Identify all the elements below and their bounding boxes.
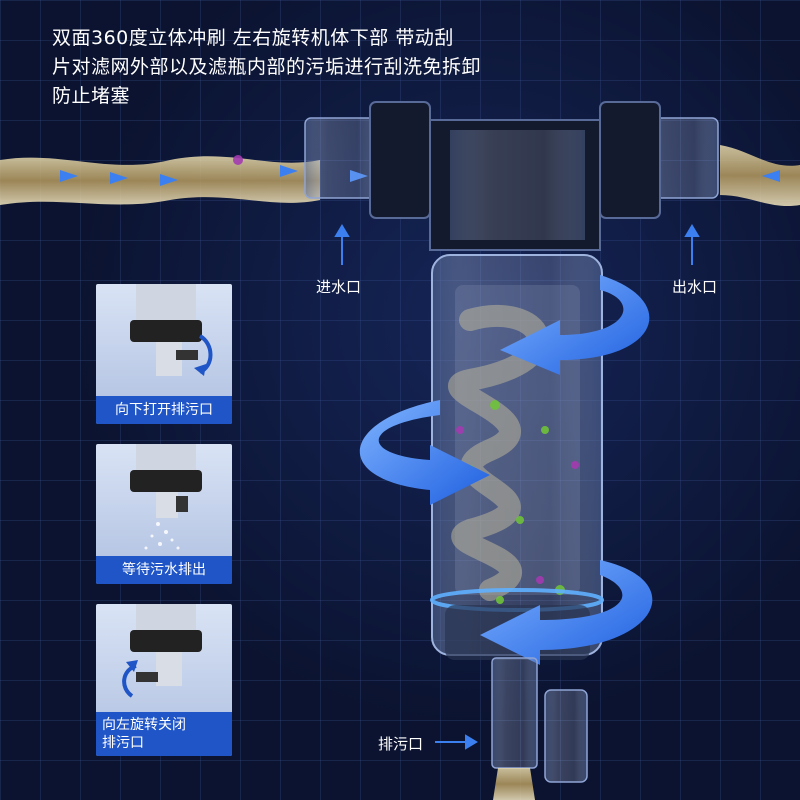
sediment-particle xyxy=(571,461,579,469)
inlet-fitting xyxy=(304,117,381,199)
water-spray xyxy=(144,522,180,550)
step-card-close-drain: 向左旋转关闭 排污口 xyxy=(96,604,232,756)
headline: 双面360度立体冲刷 左右旋转机体下部 带动刮 片对滤网外部以及滤瓶内部的污垢进… xyxy=(52,24,522,111)
inlet-nut xyxy=(369,101,431,219)
headline-line-2: 片对滤网外部以及滤瓶内部的污垢进行刮洗免拆卸 xyxy=(52,56,482,78)
valve-body xyxy=(136,604,196,634)
outlet-nut xyxy=(599,101,661,219)
headline-line-1: 双面360度立体冲刷 左右旋转机体下部 带动刮 xyxy=(52,27,454,49)
valve-handle xyxy=(136,672,158,682)
flow-arrow xyxy=(280,165,298,177)
water-droplet xyxy=(170,538,174,542)
outlet-pointer-head xyxy=(684,224,700,237)
valve-photo xyxy=(122,604,202,698)
filter-head-glass xyxy=(450,130,585,240)
flow-arrow xyxy=(762,170,780,182)
step-caption: 向下打开排污口 xyxy=(96,396,232,424)
water-droplet xyxy=(158,542,162,546)
water-droplet xyxy=(150,534,154,538)
flow-arrow xyxy=(110,172,128,184)
debris-particle xyxy=(490,400,500,410)
valve-collar xyxy=(130,320,202,342)
water-droplet xyxy=(164,530,168,534)
flow-arrow xyxy=(60,170,78,182)
water-droplet xyxy=(176,546,180,550)
drain-water xyxy=(493,768,535,800)
rotate-left-arrowhead xyxy=(126,660,138,672)
debris-particle xyxy=(496,596,504,604)
sediment-particle xyxy=(536,576,544,584)
valve-body xyxy=(136,444,196,474)
valve-handle xyxy=(176,496,188,512)
valve-collar xyxy=(130,630,202,652)
valve-photo xyxy=(130,444,202,550)
debris-particle xyxy=(516,516,524,524)
valve-stem xyxy=(156,652,182,686)
pointer-arrows xyxy=(334,224,700,750)
drain-pipe xyxy=(491,657,538,769)
valve-photo xyxy=(130,284,213,376)
water-stream-right xyxy=(720,145,800,207)
headline-line-3: 防止堵塞 xyxy=(52,85,131,107)
valve-stem xyxy=(156,492,178,518)
rotate-down-arrowhead xyxy=(194,364,206,376)
water-droplet xyxy=(156,522,160,526)
step-caption: 等待污水排出 xyxy=(96,556,232,584)
debris-particle xyxy=(541,426,549,434)
drain-label: 排污口 xyxy=(378,735,424,753)
inlet-pointer-head xyxy=(334,224,350,237)
sediment-particle xyxy=(456,426,464,434)
step-caption: 向左旋转关闭 排污口 xyxy=(96,712,232,756)
valve-collar xyxy=(130,470,202,492)
outlet-label: 出水口 xyxy=(672,278,718,296)
drain-valve xyxy=(544,689,588,783)
rotation-arrow-bottom xyxy=(480,560,653,665)
step-card-open-drain: 向下打开排污口 xyxy=(96,284,232,424)
sediment-particle xyxy=(233,155,243,165)
rotation-arrow-top xyxy=(500,275,650,375)
rotation-arrow-middle xyxy=(359,400,490,505)
valve-body xyxy=(136,284,196,324)
inlet-label: 进水口 xyxy=(316,278,362,296)
water-droplet xyxy=(144,546,148,550)
drain-pointer-head xyxy=(465,734,478,750)
step-card-drain-water: 等待污水排出 xyxy=(96,444,232,584)
valve-handle xyxy=(176,350,198,360)
sediment-particles xyxy=(233,155,579,584)
flow-arrow xyxy=(160,174,178,186)
